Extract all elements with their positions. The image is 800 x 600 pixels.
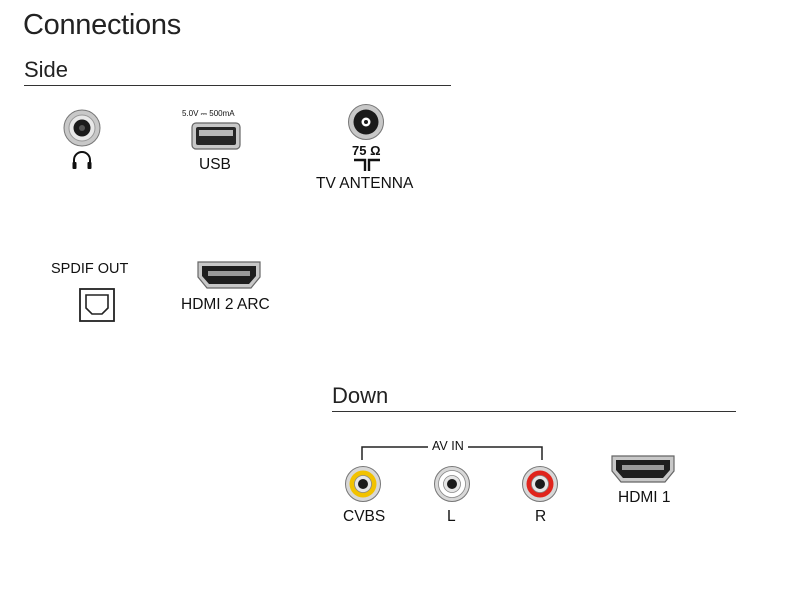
spdif-label: SPDIF OUT	[51, 261, 129, 277]
usb-port	[191, 122, 241, 150]
spdif-optical-port	[79, 288, 115, 322]
headphone-jack	[62, 108, 102, 148]
hdmi-1-port	[610, 454, 676, 484]
antenna-impedance-text: 75 Ω	[352, 143, 381, 158]
tv-antenna-label: TV ANTENNA	[316, 175, 414, 192]
down-section-divider	[332, 411, 736, 412]
down-section-heading: Down	[332, 383, 389, 408]
hdmi-2-arc-port	[196, 260, 262, 290]
usb-label: USB	[199, 156, 231, 173]
antenna-symbol-icon	[353, 158, 381, 172]
antenna-coax-port	[347, 103, 385, 141]
av-in-label: AV IN	[428, 439, 468, 453]
cvbs-rca-jack	[344, 465, 382, 503]
headphones-icon	[71, 150, 93, 170]
audio-right-label: R	[535, 508, 547, 525]
hdmi-1-label: HDMI 1	[618, 489, 671, 506]
audio-right-rca-jack	[521, 465, 559, 503]
side-section-divider	[24, 85, 451, 86]
audio-left-label: L	[447, 508, 456, 525]
cvbs-label: CVBS	[343, 508, 386, 525]
page-title: Connections	[23, 9, 181, 41]
hdmi-2-arc-label: HDMI 2 ARC	[181, 296, 270, 313]
audio-left-rca-jack	[433, 465, 471, 503]
usb-rating-text: 5.0V ⎓ 500mA	[182, 109, 235, 118]
side-section-heading: Side	[24, 57, 69, 82]
